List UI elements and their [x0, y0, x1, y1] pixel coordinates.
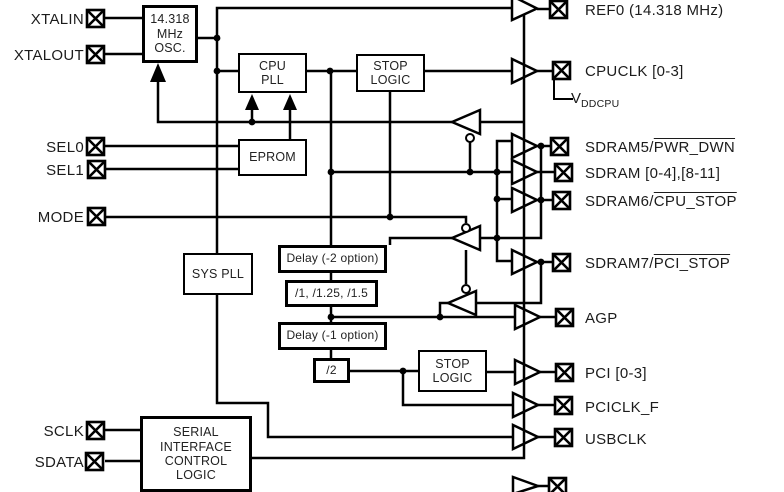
pci-stop-input-buffer-icon [444, 289, 478, 317]
cpu-pll-ref-arrow-icon [245, 94, 259, 110]
pin-usbclk [553, 427, 574, 448]
pin-label-text: SDRAM [0-4],[8-11] [585, 165, 721, 182]
block-label-line: 14.318 [150, 12, 190, 27]
pci-buffer-icon [513, 358, 543, 386]
block-stop-logic-top: STOP LOGIC [356, 54, 425, 92]
cpu-pll-eprom-arrow-icon [283, 94, 297, 110]
block-label-line: Delay (-2 option) [286, 251, 379, 266]
pin-label-mode: MODE [37, 209, 84, 226]
block-label-line: /2 [326, 362, 337, 377]
pin-label-sdram6: SDRAM6/CPU_STOP [585, 193, 737, 210]
pin-pci [554, 362, 575, 383]
usbclk-buffer-icon [511, 423, 541, 451]
pin-label-usbclk: USBCLK [585, 431, 647, 448]
pin-sdram5 [549, 136, 570, 157]
pin-sclk [85, 420, 106, 441]
block-serial-interface: SERIAL INTERFACE CONTROL LOGIC [140, 416, 252, 492]
block-label-line: /1, /1.25, /1.5 [294, 285, 369, 300]
pin-label-text: USBCLK [585, 431, 647, 448]
pin-sdata [84, 451, 105, 472]
block-label-line: OSC. [154, 41, 186, 56]
pin-label-text: SDRAM6/ [585, 193, 654, 210]
pciclkf-buffer-icon [511, 391, 541, 419]
pin-label-sel1: SEL1 [46, 162, 84, 179]
pin-label-text: AGP [585, 310, 618, 327]
pin-xtalin [85, 8, 106, 29]
block-delay-minus1: Delay (-1 option) [278, 322, 387, 350]
block-cpu-pll: CPU PLL [238, 53, 307, 93]
block-osc: 14.318 MHz OSC. [142, 5, 198, 63]
pin-label-sdram7: SDRAM7/PCI_STOP [585, 255, 730, 272]
pins-group [84, 0, 575, 492]
pin-label-sdram: SDRAM [0-4],[8-11] [585, 165, 720, 182]
block-label-line: STOP [435, 356, 470, 371]
feedback-buffer-icon [448, 108, 482, 136]
vddcpu-label: VDDCPU [571, 90, 619, 110]
pin-label-sdata: SDATA [34, 454, 84, 471]
pin-label-text: REF0 (14.318 MHz) [585, 2, 724, 19]
pin-sdram [553, 162, 574, 183]
block-divider-group: /1, /1.25, /1.5 [285, 280, 378, 307]
pin-mode [86, 206, 107, 227]
pin-label-cpuclk: CPUCLK [0-3] [585, 63, 684, 80]
block-label-line: PLL [261, 73, 284, 87]
block-label-line: SYS PLL [191, 266, 245, 281]
block-eprom: EPROM [238, 139, 307, 176]
pin-pciclkf [553, 395, 574, 416]
clipped-buffer-icon [511, 475, 542, 492]
pin-label-overline: CPU_STOP [653, 193, 737, 210]
block-label-line: CPU [259, 58, 286, 73]
block-label-line: LOGIC [432, 371, 473, 385]
osc-feedback-arrow-icon [150, 63, 166, 82]
pin-sel0 [85, 136, 106, 157]
pin-clipped-bottom [547, 476, 568, 492]
block-label-line: MHz [156, 26, 184, 41]
pin-label-text: PCI [0-3] [585, 365, 647, 382]
block-label-line: LOGIC [370, 73, 411, 87]
vddcpu-base: V [571, 90, 582, 107]
pin-label-text: CPUCLK [0-3] [585, 63, 684, 80]
pin-agp [554, 307, 575, 328]
block-label-line: EPROM [249, 150, 296, 165]
pin-label-xtalin: XTALIN [30, 11, 84, 28]
block-label-line: STOP [373, 58, 408, 73]
block-stop-logic-bottom: STOP LOGIC [418, 350, 487, 392]
block-label-line: SERIAL [173, 425, 219, 440]
wires-group [104, 6, 573, 488]
pin-label-sel0: SEL0 [46, 139, 84, 156]
pin-label-pciclkf: PCICLK_F [585, 399, 659, 416]
vddcpu-subscript: DDCPU [581, 98, 620, 110]
block-label-line: INTERFACE [160, 439, 232, 454]
pin-label-text: SDRAM7/ [585, 255, 654, 272]
pin-label-agp: AGP [585, 310, 618, 327]
pin-label-text: SDRAM5/ [585, 139, 654, 156]
block-label-line: Delay (-1 option) [286, 328, 379, 343]
pin-sdram7 [551, 252, 572, 273]
block-label-line: LOGIC [176, 468, 216, 483]
pin-sdram6 [551, 190, 572, 211]
pin-ref0 [548, 0, 569, 20]
pin-sel1 [86, 159, 107, 180]
pin-cpuclk [551, 60, 572, 81]
arrow-heads-group [150, 63, 297, 110]
pin-label-sdram5: SDRAM5/PWR_DWN [585, 139, 735, 156]
pin-label-text: PCICLK_F [585, 399, 660, 416]
block-delay-minus2: Delay (-2 option) [278, 245, 387, 273]
input-buffers-group [444, 108, 482, 317]
pin-xtalout [85, 44, 106, 65]
pin-label-pci: PCI [0-3] [585, 365, 647, 382]
pin-label-sclk: SCLK [43, 423, 84, 440]
output-buffers-group [510, 0, 543, 492]
enable-bubbles-group [461, 133, 475, 294]
agp-buffer-icon [513, 303, 543, 331]
pin-label-ref0: REF0 (14.318 MHz) [585, 2, 723, 19]
pin-label-xtalout: XTALOUT [13, 47, 84, 64]
junction-dots-group [213, 34, 545, 375]
pin-label-overline: PCI_STOP [653, 255, 731, 272]
block-div2: /2 [313, 358, 350, 383]
block-sys-pll: SYS PLL [183, 253, 253, 295]
block-label-line: CONTROL [164, 454, 228, 468]
pin-label-overline: PWR_DWN [653, 139, 736, 156]
